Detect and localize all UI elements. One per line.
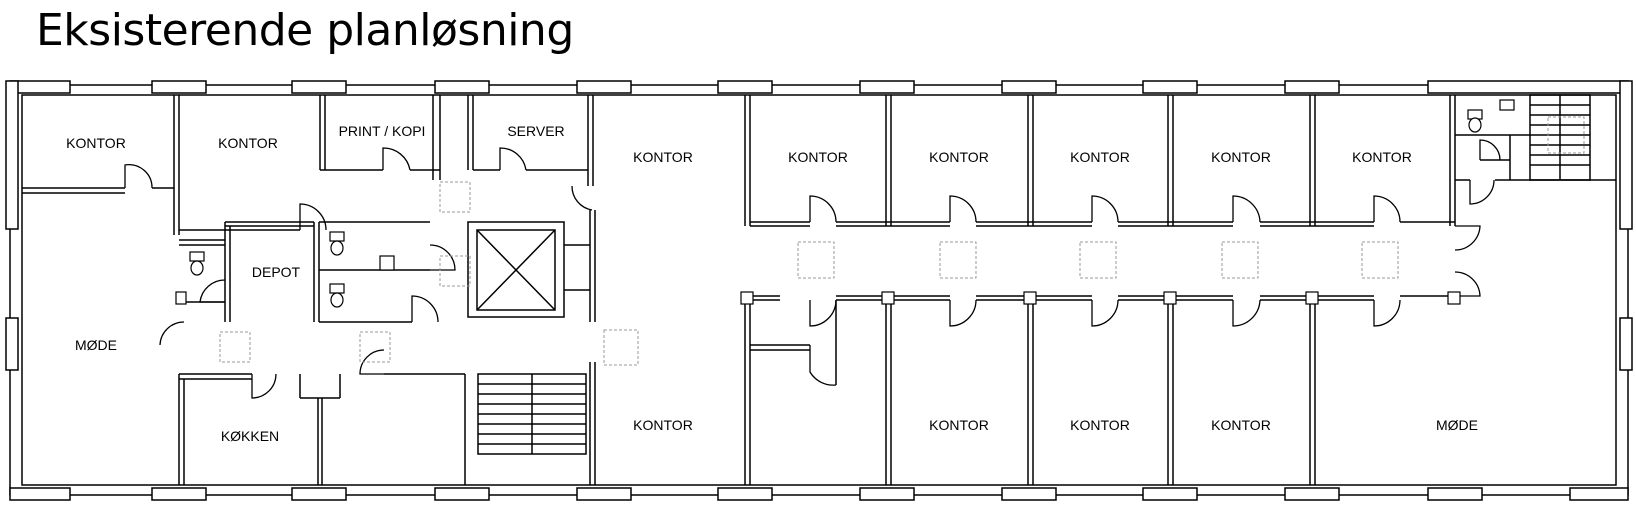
interior-walls [22,94,1616,485]
room-label-kontor: KONTOR [1070,417,1130,433]
page-title: Eksisterende planløsning [36,5,574,56]
room-label-server: SERVER [507,123,564,139]
room-label-kontor: KONTOR [788,149,848,165]
exterior-walls [9,84,1629,496]
doors [124,139,1501,399]
room-label-kontor: KONTOR [218,135,278,151]
room-label-depot: DEPOT [252,264,301,280]
room-label-kontor: KONTOR [633,149,693,165]
sanitary-fixtures [189,99,1515,308]
room-label-kontor: KONTOR [929,417,989,433]
room-label-kontor: KONTOR [1352,149,1412,165]
room-label-kontor: KONTOR [66,135,126,151]
facade-columns [5,80,1633,501]
room-label-kontor: KONTOR [1211,149,1271,165]
room-label-kontor: KONTOR [1070,149,1130,165]
wall-posts [175,291,1461,305]
room-label-kontor: KONTOR [1211,417,1271,433]
room-label-kontor: KONTOR [929,149,989,165]
room-label-mode: MØDE [75,337,117,353]
room-label-kontor: KONTOR [633,417,693,433]
room-labels: KONTOR KONTOR PRINT / KOPI SERVER KONTOR… [66,123,1478,444]
room-label-print-kopi: PRINT / KOPI [339,123,426,139]
room-label-kjokken: KØKKEN [221,428,279,444]
ceiling-markers [219,116,1585,366]
room-label-mode: MØDE [1436,417,1478,433]
